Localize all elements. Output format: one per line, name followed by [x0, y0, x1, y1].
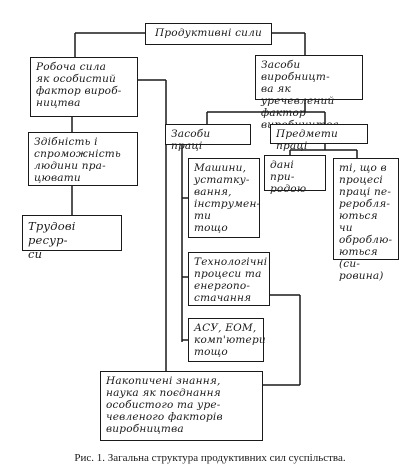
means-of-labor-box: Засоби праці — [165, 124, 251, 152]
objects-of-labor-label: Предмети праці — [276, 128, 338, 152]
labor-resources-label: Трудові ресур- си — [28, 219, 76, 261]
given-by-nature-box: дані при- родою — [264, 155, 326, 195]
knowledge-label: Накопичені знання, наука як поєднання ос… — [106, 375, 223, 435]
labor-force-box: Робоча сила як особистий фактор вироб- н… — [30, 57, 138, 117]
objects-of-labor-box: Предмети праці — [270, 124, 368, 152]
computers-label: АСУ, ЕОМ, комп'ютери тощо — [194, 322, 266, 358]
means-of-production-label: Засоби виробницт- ва як уречевлений факт… — [261, 59, 339, 131]
ability-box: Здібність і спроможність людини пра- цюв… — [28, 132, 138, 186]
ability-label: Здібність і спроможність людини пра- цюв… — [34, 136, 121, 184]
computers-box: АСУ, ЕОМ, комп'ютери тощо — [188, 318, 266, 362]
labor-resources-box: Трудові ресур- си — [22, 215, 122, 261]
processed-box: ті, що в процесі праці пе- реробля- ютьс… — [333, 158, 399, 282]
labor-force-label: Робоча сила як особистий фактор вироб- н… — [36, 61, 122, 109]
machines-box: Машини, устатку- вання, інструмен- ти то… — [188, 158, 260, 238]
knowledge-box: Накопичені знання, наука як поєднання ос… — [100, 371, 263, 441]
given-by-nature-label: дані при- родою — [270, 159, 307, 195]
tech-processes-box: Технологічні процеси та енергопо- стачан… — [188, 252, 270, 306]
processed-label: ті, що в процесі праці пе- реробля- ютьс… — [339, 162, 393, 282]
means-of-production-box: Засоби виробницт- ва як уречевлений факт… — [255, 55, 363, 131]
figure-caption: Рис. 1. Загальна структура продуктивних … — [74, 452, 346, 464]
productive-forces-box: Продуктивні сили — [145, 23, 272, 45]
productive-forces-label: Продуктивні сили — [155, 27, 262, 39]
means-of-labor-label: Засоби праці — [171, 128, 211, 152]
tech-processes-label: Технологічні процеси та енергопо- стачан… — [194, 256, 268, 304]
machines-label: Машини, устатку- вання, інструмен- ти то… — [194, 162, 261, 234]
